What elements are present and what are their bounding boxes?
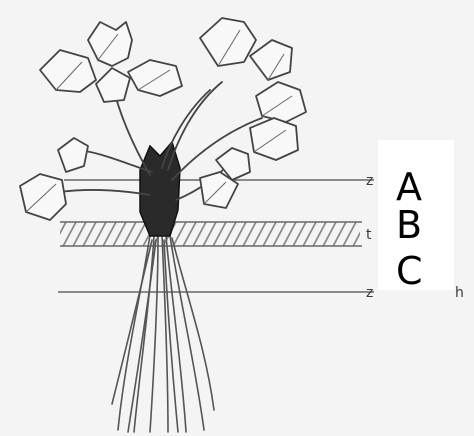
soil-layer xyxy=(60,222,362,246)
label-a: A xyxy=(396,168,422,206)
partial-label-middle: t xyxy=(366,228,372,242)
crown xyxy=(140,142,180,236)
partial-label-bottom: z xyxy=(366,286,373,300)
label-c: C xyxy=(396,252,423,290)
partial-label-top: z xyxy=(366,174,373,188)
roots xyxy=(112,235,214,432)
label-b: B xyxy=(396,206,422,244)
partial-label-bottom-right: h xyxy=(455,286,464,300)
